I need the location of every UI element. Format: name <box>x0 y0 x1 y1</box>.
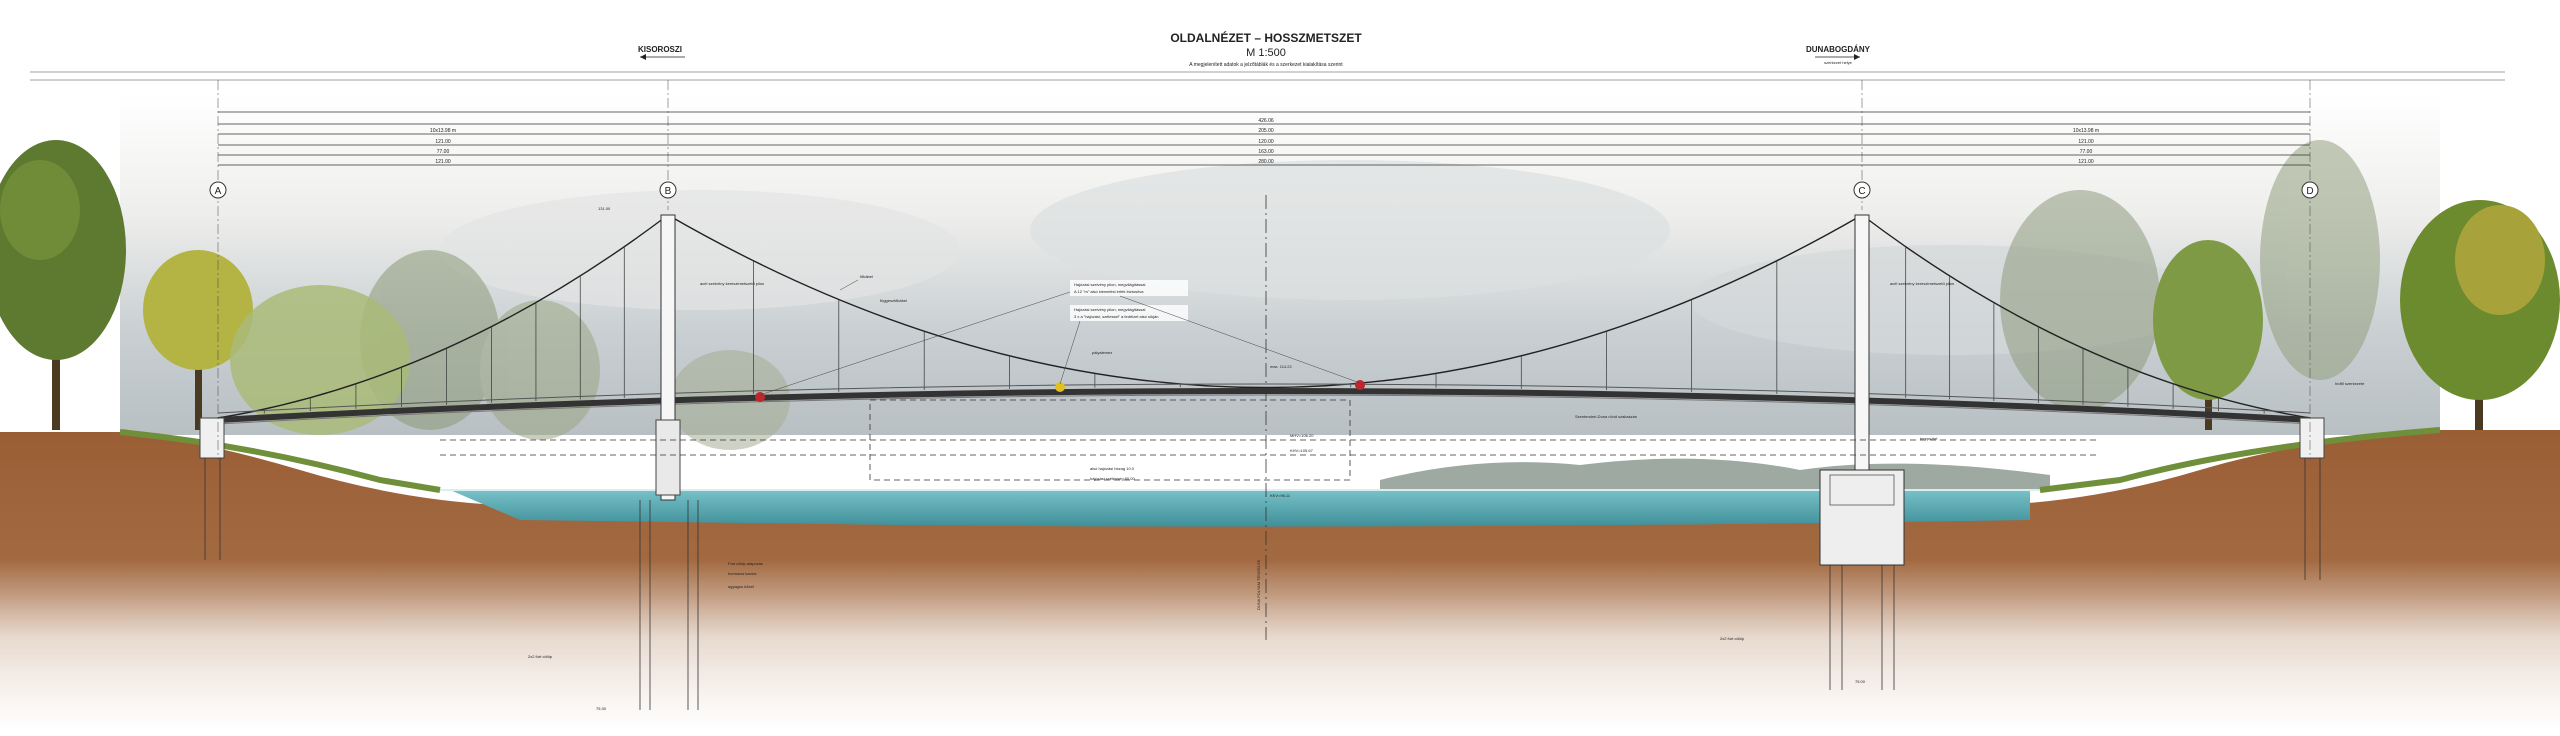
ground-level-label: terepszint <box>1920 436 1938 441</box>
bridge-deck <box>217 388 2311 423</box>
pile-right-label: 2x2 fúrt cölöp <box>1720 636 1745 641</box>
main-cable-label: főkábel <box>860 274 873 279</box>
bank-right-sub: szerkezet helye <box>1824 60 1853 65</box>
deck-note-2: A 12 "m" alsó kiemelési érték biztosítva <box>1074 289 1144 294</box>
main-cable-leader <box>839 279 859 291</box>
ground-fade <box>0 560 2560 731</box>
axis-bubble-a: A <box>209 181 227 199</box>
tree-left-dark <box>0 140 126 430</box>
drawing-scale: M 1:500 <box>1246 47 1286 59</box>
svg-text:B: B <box>665 186 672 197</box>
dim-row2-right: 121.00 <box>2078 139 2094 145</box>
foundation-right-label: Szentendrei-Duna rövid szakaszán <box>1575 414 1637 419</box>
svg-text:C: C <box>1858 186 1865 197</box>
abutment-label: hídfő szerkezete <box>2335 381 2365 386</box>
nav-width-label: hajózási szélesség 80.00 <box>1090 476 1135 481</box>
pylon-right <box>1819 214 1905 566</box>
dim-row1-mid: 205.00 <box>1258 128 1274 134</box>
nav-sign-red-right <box>1355 380 1365 390</box>
dim-row1-right: 10x13.98 m <box>2073 128 2099 134</box>
dim-row1-left: 10x13.98 m <box>430 128 456 134</box>
piles-right <box>1829 565 1895 690</box>
dim-row4-left: 121.00 <box>435 159 451 165</box>
river-axis-label: DUNA FOLYAM TENGELYE <box>1256 560 1261 610</box>
abutment-right <box>2299 417 2325 459</box>
bank-left-label: KISOROSZI <box>638 45 682 54</box>
tower-height-label: 131.00 <box>598 206 611 211</box>
tree-right-mid <box>2153 240 2263 430</box>
nav-sign-yellow <box>1055 382 1065 392</box>
mid-elevation: max. 114.22 <box>1270 364 1292 369</box>
main-cable-main-span <box>667 214 1863 389</box>
callout-box-2 <box>1070 305 1188 321</box>
deck-railing <box>217 383 2311 414</box>
axis-bubble-d: D <box>2301 181 2319 199</box>
deck-underside <box>217 394 2311 425</box>
dim-row4-mid: 280.00 <box>1258 159 1274 165</box>
foundation-left-label: Fúrt cölöp alapozás <box>728 561 763 566</box>
axis-bubble-c: C <box>1853 181 1871 199</box>
water-low-label: KKV=96.11 <box>1270 493 1291 498</box>
dim-row3-right: 77.00 <box>2080 149 2093 155</box>
deck-label: pályalemez <box>1092 350 1112 355</box>
dimension-chains <box>218 111 2310 166</box>
dim-row2-mid: 120.00 <box>1258 139 1274 145</box>
pylon-left-label: acél szekrény keresztmetszetű pilon <box>700 281 764 286</box>
callout-leader-1 <box>759 291 1071 396</box>
drawing-title: OLDALNÉZET – HOSSZMETSZET <box>1170 30 1362 45</box>
river-water <box>450 490 2030 527</box>
cloud <box>440 190 960 310</box>
soil-note-1: homokos kavics <box>728 571 756 576</box>
deck-note-3: Hajózási szelvény pilon, megvilágítással <box>1074 307 1145 312</box>
dim-total-span: 426.06 <box>1258 118 1274 124</box>
hanger-label: függesztőkábel <box>880 298 907 303</box>
main-cable-right-back <box>1861 214 2311 419</box>
tree-left-yellow <box>143 250 253 430</box>
depth-right-label: 75.00 <box>1855 679 1866 684</box>
svg-text:D: D <box>2306 186 2313 197</box>
piles-left <box>639 500 699 710</box>
cloud <box>1030 160 1670 300</box>
nav-height-label: alsó hajózási hézag 10.0 <box>1090 466 1135 471</box>
water-high-label: MHV=106.20 <box>1290 433 1314 438</box>
background-trees <box>360 140 2380 450</box>
callout-leader-2 <box>1119 295 1361 384</box>
bank-right-arrowhead <box>1854 54 1860 60</box>
tree-left-willow <box>230 285 410 435</box>
axis-bubble-b: B <box>659 181 677 199</box>
drawing-note: A megjelenített adatok a jelzőtáblák és … <box>1189 62 1343 68</box>
callout-box-1 <box>1070 280 1188 296</box>
deck-note-4: 3 x a "hajózási, szélessel" a fedélzet a… <box>1074 314 1158 319</box>
soil-note-2: agyagos kőzet <box>728 584 755 589</box>
svg-text:A: A <box>215 186 222 197</box>
pylon-right-label: acél szekrény keresztmetszetű pilon <box>1890 281 1954 286</box>
dim-row2-left: 121.00 <box>435 139 451 145</box>
distant-hills <box>1380 458 2050 490</box>
pylon-left <box>655 214 681 501</box>
pile-left-label: 2x2 fúrt cölöp <box>528 654 553 659</box>
main-cable-left-back <box>217 214 669 419</box>
depth-left-label: 75.30 <box>596 706 607 711</box>
grass-left <box>119 429 441 493</box>
bank-right-label: DUNABOGDÁNY <box>1806 45 1871 54</box>
dim-row3-left: 77.00 <box>437 149 450 155</box>
dim-row3-mid: 163.00 <box>1258 149 1274 155</box>
water-mid-label: KHV=105.67 <box>1290 448 1314 453</box>
hangers <box>263 246 2265 414</box>
tree-right-dark <box>2400 200 2560 430</box>
abutment-left <box>199 417 225 459</box>
nav-sign-red-left <box>755 392 765 402</box>
callout-leader-3 <box>1059 320 1081 385</box>
dim-row4-right: 121.00 <box>2078 159 2094 165</box>
grass-right <box>2039 427 2441 493</box>
piles-abutments <box>204 458 2321 580</box>
bank-left-arrowhead <box>640 54 646 60</box>
deck-note-1: Hajózási szelvény pilon, megvilágítással <box>1074 282 1145 287</box>
